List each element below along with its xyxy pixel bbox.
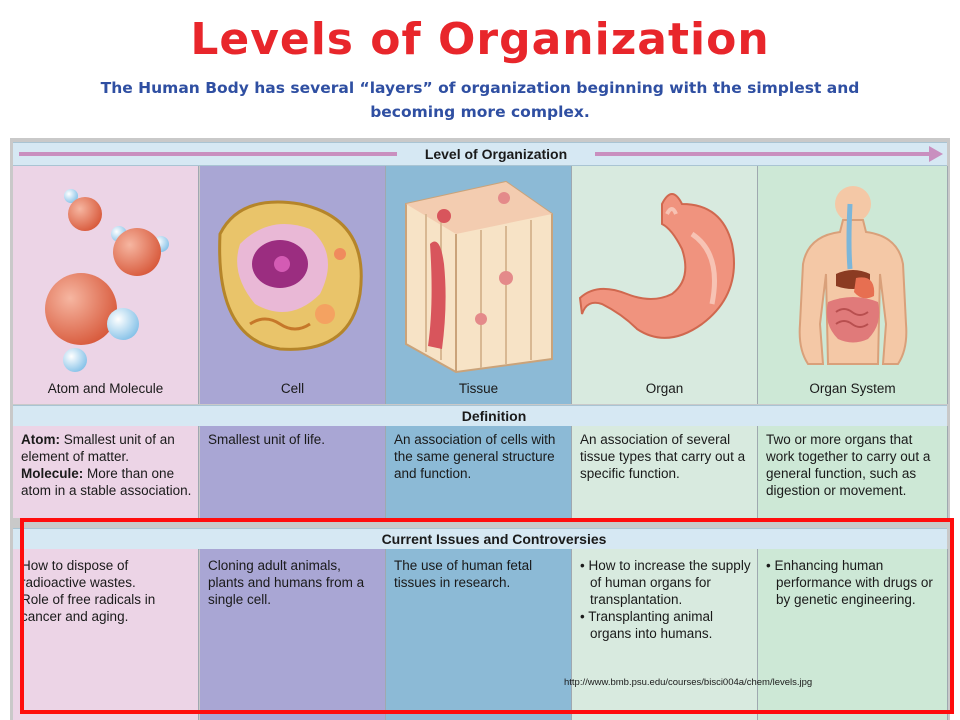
- cell-illustration: [200, 174, 385, 374]
- issues-organ: • How to increase the supply of human or…: [572, 549, 758, 720]
- issues-cell: Cloning adult animals, plants and humans…: [200, 549, 386, 720]
- definition-text: An association of several tissue types t…: [580, 432, 746, 481]
- column-caption: Cell: [280, 381, 305, 396]
- definition-cell: Smallest unit of life.: [200, 426, 386, 518]
- definition-text: Two or more organs that work together to…: [766, 432, 931, 498]
- tissue-illustration: [386, 174, 571, 374]
- issues-text: How to dispose of radioactive wastes.Rol…: [21, 558, 156, 624]
- page-title: Levels of Organization: [190, 14, 770, 65]
- issues-organ-system: • Enhancing human performance with drugs…: [758, 549, 948, 720]
- issues-text: The use of human fetal tissues in resear…: [394, 558, 533, 590]
- issues-band-label: Current Issues and Controversies: [348, 529, 640, 549]
- definition-text: Atom: Smallest unit of an element of mat…: [21, 432, 192, 498]
- source-url: http://www.bmb.psu.edu/courses/bisci004a…: [564, 677, 813, 688]
- issues-text: • Enhancing human performance with drugs…: [766, 558, 933, 607]
- level-band: Level of Organization: [13, 142, 947, 166]
- definition-organ: An association of several tissue types t…: [572, 426, 758, 518]
- column-organ-system: Organ System: [758, 166, 948, 404]
- organ-system-illustration: [758, 174, 947, 374]
- column-caption: Organ: [645, 381, 684, 396]
- issues-band: Current Issues and Controversies: [13, 528, 947, 550]
- stomach-illustration: [572, 174, 757, 374]
- column-tissue: Tissue: [386, 166, 572, 404]
- definition-tissue: An association of cells with the same ge…: [386, 426, 572, 518]
- column-organ: Organ: [572, 166, 758, 404]
- definition-band: Definition: [13, 405, 947, 427]
- highlight-box: [20, 518, 954, 714]
- issues-atom-and-molecule: How to dispose of radioactive wastes.Rol…: [13, 549, 199, 720]
- column-atom-and-molecule: Atom and Molecule: [13, 166, 199, 404]
- column-caption: Organ System: [809, 381, 896, 396]
- column-cell: Cell: [200, 166, 386, 404]
- page-subtitle: The Human Body has several “layers” of o…: [100, 79, 860, 121]
- issues-text: • How to increase the supply of human or…: [580, 558, 751, 641]
- definition-text: Smallest unit of life.: [208, 432, 326, 447]
- column-caption: Atom and Molecule: [47, 381, 164, 396]
- issues-tissue: The use of human fetal tissues in resear…: [386, 549, 572, 720]
- molecule-illustration: [13, 174, 198, 374]
- level-band-label: Level of Organization: [397, 143, 595, 165]
- definition-atom-and-molecule: Atom: Smallest unit of an element of mat…: [13, 426, 199, 518]
- definition-organ-system: Two or more organs that work together to…: [758, 426, 948, 518]
- definition-text: An association of cells with the same ge…: [394, 432, 556, 481]
- issues-text: Cloning adult animals, plants and humans…: [208, 558, 365, 607]
- column-caption: Tissue: [458, 381, 499, 396]
- definition-band-label: Definition: [405, 406, 583, 426]
